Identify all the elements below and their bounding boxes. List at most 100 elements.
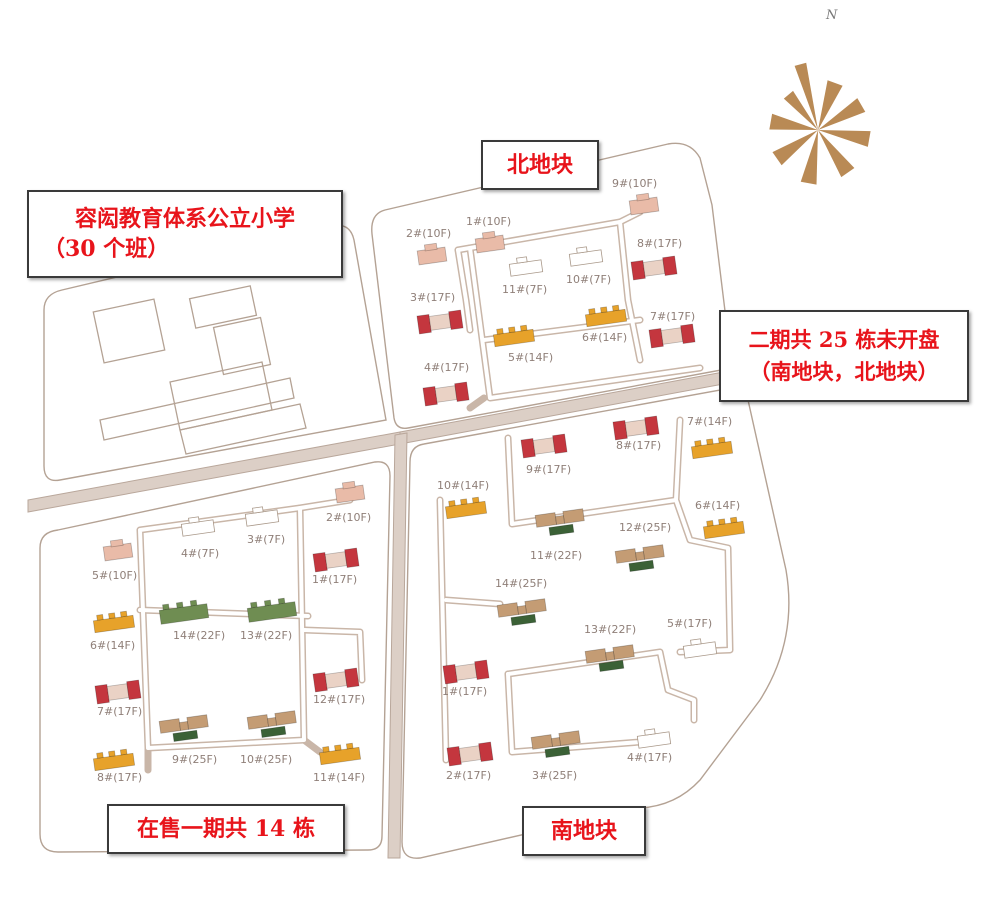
- building-part: [179, 721, 189, 731]
- building-label: 9#(10F): [612, 177, 658, 190]
- building-label: 2#(10F): [326, 511, 372, 524]
- building-label: 11#(14F): [313, 771, 366, 784]
- building-label: 8#(17F): [616, 439, 662, 452]
- building-part: [729, 516, 738, 524]
- buildings-layer: [92, 192, 746, 772]
- callout-school-subtitle: （30 个班）: [43, 236, 170, 262]
- building-label: 3#(7F): [247, 533, 286, 546]
- building-part: [345, 742, 354, 750]
- building-label: 11#(7F): [502, 283, 548, 296]
- building-n7: [648, 323, 696, 349]
- building-part: [555, 515, 565, 525]
- building-p6: [92, 610, 136, 634]
- building-label: 4#(17F): [627, 751, 673, 764]
- compass-icon: [769, 62, 871, 185]
- building-label: 12#(17F): [313, 693, 366, 706]
- building-part: [584, 648, 608, 664]
- building-part: [642, 544, 665, 560]
- building-part: [628, 559, 655, 572]
- callout-phase2-title: 二期共 25 栋未开盘: [748, 327, 940, 352]
- building-part: [635, 192, 650, 202]
- building-part: [126, 679, 142, 700]
- parcel-south: [401, 385, 790, 859]
- building-n11: [508, 256, 544, 277]
- building-p11: [318, 742, 362, 766]
- building-s12: [614, 544, 665, 572]
- building-part: [635, 551, 645, 561]
- parcel-school: [43, 224, 387, 482]
- building-label: 10#(14F): [437, 479, 490, 492]
- building-part: [322, 746, 330, 753]
- building-s1: [442, 659, 490, 685]
- school-building-footprint: [92, 285, 307, 455]
- building-part: [481, 230, 496, 240]
- building-part: [496, 602, 520, 618]
- building-part: [694, 440, 702, 447]
- building-part: [660, 327, 684, 345]
- building-p4: [180, 516, 216, 537]
- building-part: [448, 309, 464, 330]
- building-part: [548, 523, 575, 536]
- callout-phase2: 二期共 25 栋未开盘 （南地块，北地块）: [719, 310, 969, 402]
- building-part: [324, 551, 348, 569]
- building-p3: [244, 506, 280, 527]
- building-label: 4#(7F): [181, 547, 220, 560]
- parcel-north: [371, 142, 733, 429]
- building-part: [454, 381, 470, 402]
- building-part: [158, 718, 182, 734]
- building-part: [611, 304, 620, 312]
- building-part: [108, 612, 116, 620]
- callout-south-plot: 南地块: [522, 806, 646, 856]
- building-n8: [630, 255, 678, 281]
- building-part: [246, 714, 270, 730]
- building-part: [508, 326, 516, 334]
- building-p7: [94, 679, 142, 705]
- callout-on-sale: 在售一期共 14 栋: [107, 804, 345, 854]
- road-band-east-northeast: [399, 367, 746, 445]
- building-s10: [444, 496, 488, 520]
- building-label: 13#(22F): [584, 623, 637, 636]
- callout-south-plot-title: 南地块: [550, 818, 617, 844]
- building-s5: [682, 638, 718, 659]
- building-label: 9#(17F): [526, 463, 572, 476]
- building-s8: [612, 415, 660, 441]
- road-network: [27, 367, 746, 859]
- building-p1: [312, 547, 360, 573]
- building-s4: [636, 728, 672, 749]
- building-part: [718, 518, 726, 526]
- building-label: 13#(22F): [240, 629, 293, 642]
- building-n5: [492, 324, 536, 348]
- building-part: [263, 599, 272, 607]
- building-part: [434, 385, 458, 403]
- building-part: [717, 436, 726, 444]
- building-part: [471, 496, 480, 504]
- building-part: [172, 729, 199, 742]
- callout-phase2-subtitle: （南地块，北地块）: [749, 359, 939, 384]
- building-part: [448, 500, 456, 507]
- building-s14: [496, 598, 547, 626]
- building-part: [706, 520, 714, 527]
- building-part: [344, 547, 360, 568]
- building-part: [274, 710, 297, 726]
- parcel-phase1: [39, 461, 391, 853]
- building-label: 6#(14F): [695, 499, 741, 512]
- building-part: [600, 306, 608, 314]
- building-part: [562, 508, 585, 524]
- building-part: [642, 259, 666, 277]
- building-part: [544, 745, 571, 758]
- building-part: [188, 516, 200, 524]
- building-part: [96, 614, 104, 621]
- building-part: [460, 498, 468, 506]
- building-label: 2#(17F): [446, 769, 492, 782]
- building-p14: [158, 599, 210, 625]
- building-label: 6#(14F): [90, 639, 136, 652]
- building-part: [423, 242, 438, 252]
- building-part: [690, 638, 702, 646]
- building-part: [510, 613, 537, 626]
- building-part: [474, 659, 490, 680]
- building-p13: [246, 597, 298, 623]
- building-part: [108, 750, 116, 758]
- building-part: [530, 734, 554, 750]
- building-part: [532, 437, 556, 455]
- callout-school-title: 容闳教育体系公立小学: [74, 206, 295, 232]
